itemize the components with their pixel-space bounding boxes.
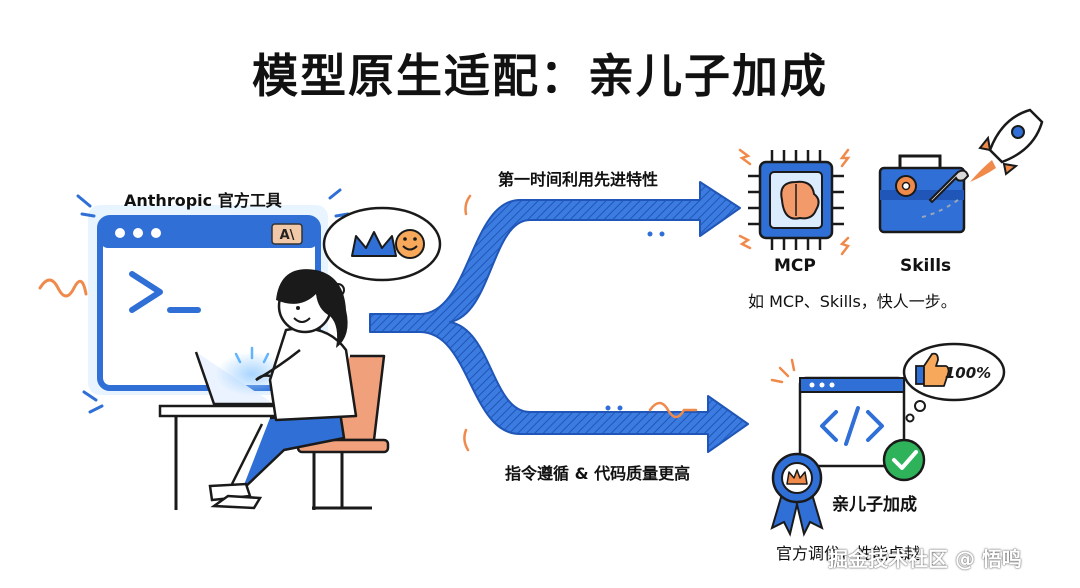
mcp-label: MCP xyxy=(774,256,816,276)
brain-chip-icon xyxy=(738,148,851,256)
check-icon xyxy=(882,438,926,482)
app-badge: A\ xyxy=(280,228,295,243)
thumbs-up-icon xyxy=(915,352,950,387)
anthropic-tools-label: Anthropic 官方工具 xyxy=(124,191,282,210)
skills-label: Skills xyxy=(900,256,952,276)
smile-icon xyxy=(395,229,425,259)
bottom-caption: 官方调优，性能卓越 xyxy=(776,544,921,563)
toolbox-icon xyxy=(878,154,970,234)
developer-illustration xyxy=(158,269,390,510)
features-caption: 如 MCP、Skills，快人一步。 xyxy=(748,292,957,311)
bottom-arrow-label: 指令遵循 & 代码质量更高 xyxy=(505,464,691,483)
thought-bubble xyxy=(321,206,442,311)
split-arrows xyxy=(369,181,749,453)
page-title: 模型原生适配：亲儿子加成 xyxy=(252,49,828,103)
code-window-icon xyxy=(798,376,906,468)
watermark: 掘金技术社区 @ 悟鸣 xyxy=(828,547,1022,571)
badge-label: 亲儿子加成 xyxy=(832,495,917,515)
percent-label: 100% xyxy=(945,364,991,382)
rocket-icon xyxy=(917,108,1044,219)
ribbon-badge-icon xyxy=(770,452,824,537)
terminal-window-icon: A\ xyxy=(76,188,350,414)
top-arrow-label: 第一时间利用先进特性 xyxy=(498,170,659,189)
crown-icon xyxy=(351,231,397,257)
thumbs-up-bubble: 100% xyxy=(902,342,1006,423)
